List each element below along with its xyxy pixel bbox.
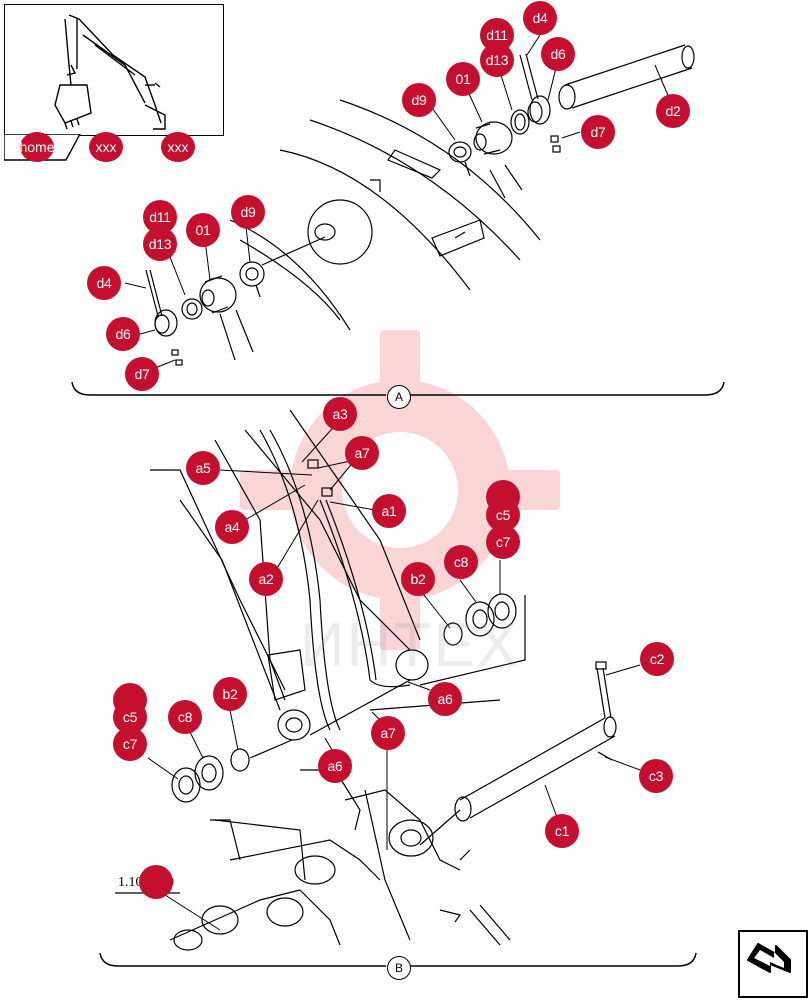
callout-c1[interactable]: c1	[545, 814, 579, 848]
callout-d4-left[interactable]: d4	[87, 266, 121, 300]
callout-d11-left[interactable]: d11	[143, 200, 177, 234]
callout-c7[interactable]: c7	[486, 525, 520, 559]
callout-a4[interactable]: a4	[215, 510, 249, 544]
section-marker-a: A	[387, 385, 411, 409]
callout-a3[interactable]: a3	[323, 397, 357, 431]
next-page-button[interactable]: xxx	[161, 132, 195, 162]
watermark-text: ИНТЕХ	[300, 611, 520, 680]
callout-c5[interactable]: c5	[486, 498, 520, 532]
reference-callout[interactable]	[139, 865, 173, 899]
callout-a1[interactable]: a1	[372, 494, 406, 528]
callout-d9-left[interactable]: d9	[231, 195, 265, 229]
callout-c2[interactable]: c2	[640, 642, 674, 676]
callout-d7[interactable]: d7	[581, 115, 615, 149]
callout-d4[interactable]: d4	[523, 1, 557, 35]
callout-01[interactable]: 01	[446, 62, 480, 96]
callout-c8[interactable]: c8	[444, 545, 478, 579]
callout-a7-lower[interactable]: a7	[371, 716, 405, 750]
callout-d6[interactable]: d6	[541, 37, 575, 71]
callout-d7-left[interactable]: d7	[125, 357, 159, 391]
callout-d11[interactable]: d11	[480, 18, 514, 52]
prev-button[interactable]: xxx	[89, 132, 123, 162]
callout-c3[interactable]: c3	[639, 759, 673, 793]
callout-c7-left[interactable]: c7	[113, 727, 147, 761]
callout-d2[interactable]: d2	[656, 94, 690, 128]
excavator-thumbnail-icon	[54, 14, 166, 130]
callout-a6[interactable]: a6	[428, 682, 462, 716]
callout-a5[interactable]: a5	[186, 451, 220, 485]
next-page-arrow-button[interactable]	[738, 930, 808, 998]
callout-a7[interactable]: a7	[345, 436, 379, 470]
arrow-right-icon	[747, 943, 791, 973]
callout-c8-left[interactable]: c8	[168, 700, 202, 734]
section-marker-b: B	[387, 956, 411, 980]
overview-thumbnail[interactable]	[4, 4, 224, 136]
callout-01-left[interactable]: 01	[186, 213, 220, 247]
callout-d9[interactable]: d9	[402, 83, 436, 117]
callout-b2-left[interactable]: b2	[213, 677, 247, 711]
callout-d13[interactable]: d13	[480, 43, 514, 77]
callout-a6-lower[interactable]: a6	[318, 749, 352, 783]
callout-a2[interactable]: a2	[249, 562, 283, 596]
callout-b2[interactable]: b2	[401, 562, 435, 596]
callout-d6-left[interactable]: d6	[106, 317, 140, 351]
home-button[interactable]: home	[20, 132, 54, 162]
